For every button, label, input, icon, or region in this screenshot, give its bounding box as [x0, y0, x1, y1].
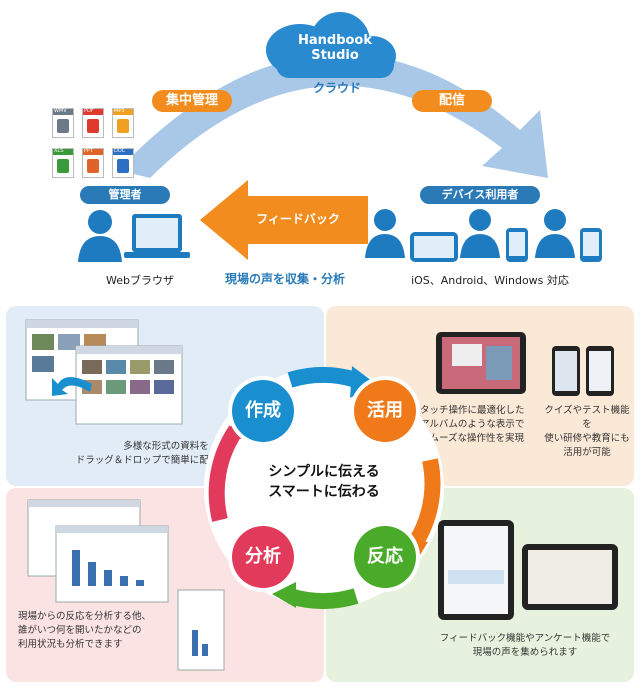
analyze-step: 分析 — [232, 526, 294, 588]
use-description-b: クイズやテスト機能を 使い研修や教育にも 活用が可能 — [540, 404, 634, 460]
distribution-arc — [118, 53, 548, 178]
survey-tablet-landscape — [522, 544, 618, 610]
device-users-caption: iOS、Android、Windows 対応 — [411, 274, 569, 287]
react-description: フィードバック機能やアンケート機能で 現場の声を集められます — [420, 632, 630, 660]
phones-quiz-image — [552, 346, 614, 396]
use-description-b-line: クイズやテスト機能を — [544, 405, 630, 430]
top-diagram-graphics — [78, 12, 602, 262]
feedback-arrow-label: フィードバック — [256, 212, 340, 226]
pie-icon: PPT — [82, 148, 104, 178]
film-icon: WMV — [52, 108, 74, 138]
file-extension-label: WMV — [54, 108, 67, 114]
file-extension-label: DOC — [114, 148, 126, 154]
admin-tag: 管理者 — [80, 186, 170, 204]
analyze-description-line: 利用状況も分析できます — [18, 639, 123, 650]
cycle-center-line1: シンプルに伝える — [268, 464, 380, 480]
tablet-album-image — [436, 332, 526, 394]
central-management-tag: 集中管理 — [152, 90, 232, 112]
cycle-center-text: シンプルに伝える スマートに伝わる — [244, 462, 404, 502]
feedback-arrow — [200, 180, 368, 260]
analyze-description: 現場からの反応を分析する他、 誰がいつ何を開いたかなどの 利用状況も分析できます — [18, 610, 188, 652]
use-description-a-line: アルバムのような表示で — [420, 419, 525, 430]
admin-caption: Webブラウザ — [106, 274, 174, 287]
drag-arrow-icon — [52, 377, 92, 396]
analytics-window-front — [55, 525, 169, 603]
create-description: 多様な形式の資料を ドラッグ＆ドロップで簡単に配信できます — [26, 440, 306, 468]
create-description-line: 多様な形式の資料を — [123, 441, 209, 452]
use-description-a-line: スムーズな操作性を実現 — [420, 433, 525, 444]
device-users-tag: デバイス利用者 — [420, 186, 540, 204]
panel-illustrations — [25, 319, 618, 671]
create-description-line: ドラッグ＆ドロップで簡単に配信できます — [75, 455, 257, 466]
pdf-icon: PDF — [82, 108, 104, 138]
cycle-center-line2: スマートに伝わる — [268, 484, 380, 500]
file-extension-label: PPT — [84, 148, 94, 154]
distribution-tag: 配信 — [412, 90, 492, 112]
cloud-icon — [266, 12, 396, 78]
word-icon: DOC — [112, 148, 134, 178]
feedback-tablet-portrait — [438, 520, 514, 620]
cloud-line1: Handbook — [297, 33, 373, 48]
file-extension-label: MP3 — [114, 108, 125, 114]
use-description-a-line: タッチ操作に最適化した — [420, 405, 525, 416]
admin-person-icon — [78, 210, 122, 262]
use-step: 活用 — [354, 380, 416, 442]
cloud-line2: Studio — [311, 48, 359, 63]
chart-icon: XLS — [52, 148, 74, 178]
analyze-description-line: 誰がいつ何を開いたかなどの — [18, 625, 142, 636]
browser-window-front — [75, 345, 183, 425]
use-to-react-arrow — [405, 458, 441, 553]
react-to-analyze-arrowhead — [272, 582, 296, 608]
create-to-use-arrow — [287, 367, 359, 388]
feedback-caption: 現場の声を収集・分析 — [224, 272, 345, 286]
create-to-use-arrowhead — [350, 366, 376, 398]
react-step: 反応 — [354, 526, 416, 588]
music-icon: MP3 — [112, 108, 134, 138]
analytics-phone-chart — [177, 589, 225, 671]
cloud-title: Handbook Studio — [276, 33, 394, 63]
file-extension-label: PDF — [84, 108, 94, 114]
react-to-analyze-arrow — [287, 588, 359, 609]
use-description-b-line: 使い研修や教育にも — [544, 433, 630, 444]
use-description-a: タッチ操作に最適化した アルバムのような表示で スムーズな操作性を実現 — [420, 404, 538, 446]
cloud-caption: クラウド — [312, 81, 361, 95]
analyze-description-line: 現場からの反応を分析する他、 — [18, 611, 152, 622]
react-description-line: 現場の声を集められます — [472, 647, 578, 658]
use-description-b-line: 活用が可能 — [563, 447, 611, 458]
react-description-line: フィードバック機能やアンケート機能で — [439, 633, 611, 644]
device-user-icon — [365, 209, 602, 262]
create-step: 作成 — [232, 380, 294, 442]
laptop-icon — [124, 214, 190, 258]
file-extension-label: XLS — [54, 148, 64, 154]
